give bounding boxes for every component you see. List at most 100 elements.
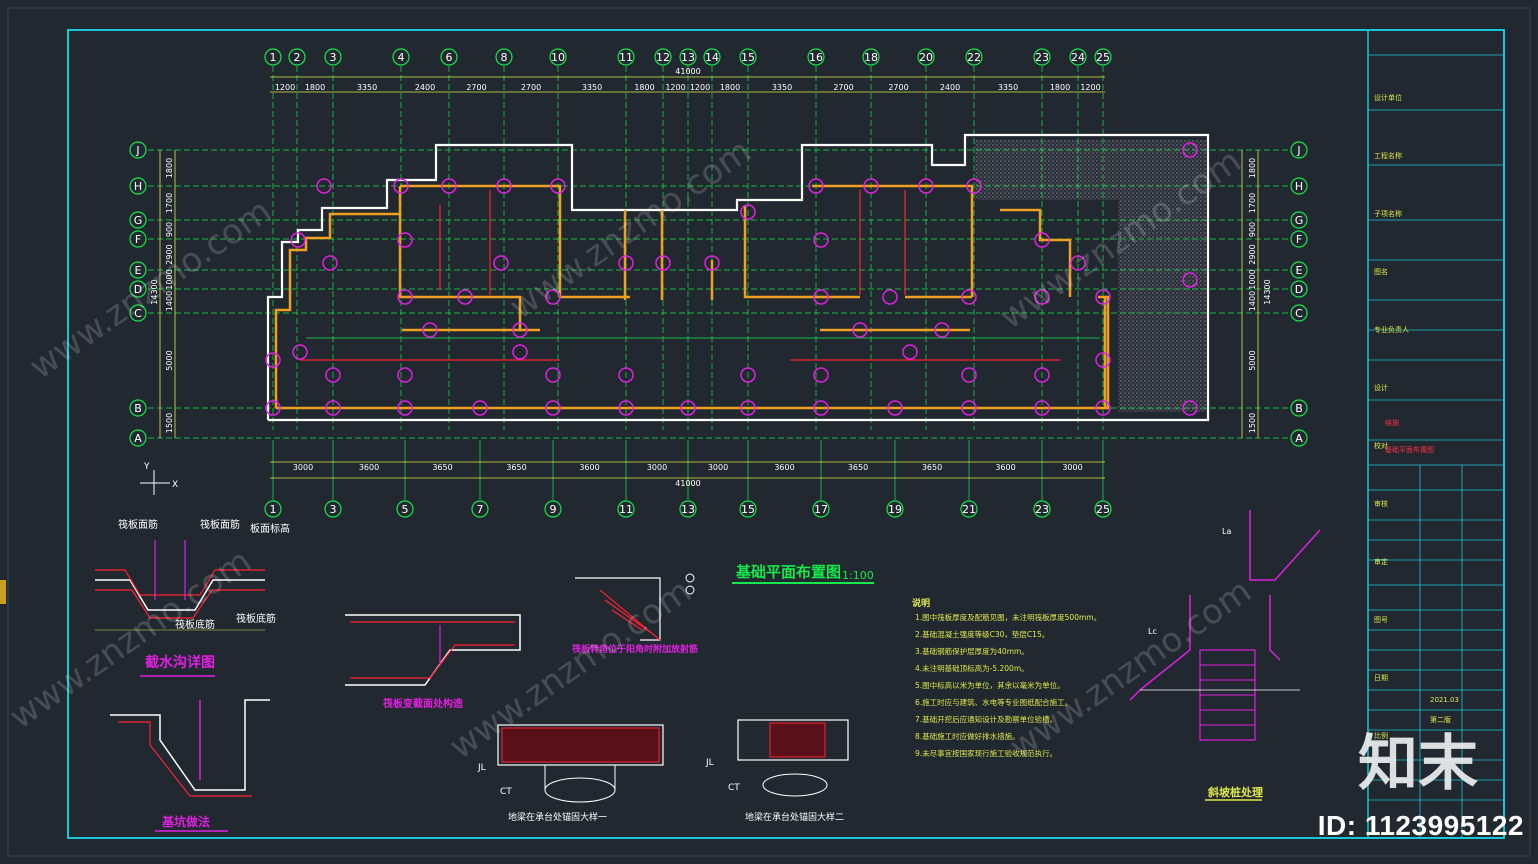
axis-label-side: A [134, 432, 142, 445]
pile-circle [1182, 400, 1198, 416]
title-block: 设计单位工程名称子项名称图名专业负责人设计校对审核审定图号日期比例基础平面布置图… [1368, 54, 1504, 838]
raft-corner-title: 筏板转角位于阳角时附加放射筋 [571, 643, 698, 655]
detail1-jl: JL [477, 763, 486, 773]
dim-top: 3350 [998, 83, 1018, 92]
axis-bubble-side [129, 211, 147, 229]
axis-label-bottom: 11 [619, 503, 633, 516]
pile-circle [655, 255, 671, 271]
outer-border [7, 7, 1531, 857]
rebar-callouts [300, 190, 1100, 361]
detail2-ct: CT [728, 783, 740, 793]
dim-side: 1400 [1248, 291, 1257, 311]
pile-circle [961, 367, 977, 383]
pile-circle [966, 178, 982, 194]
edge-marker [0, 580, 6, 604]
pile-circle [618, 367, 634, 383]
pile-circle [457, 289, 473, 305]
axis-label-top: 24 [1071, 51, 1085, 64]
pile-circle [808, 178, 824, 194]
axis-bubble-side [129, 304, 147, 322]
dim-top: 3350 [772, 83, 792, 92]
dim-side: 900 [1248, 222, 1257, 237]
title-block-label: 工程名称 [1374, 151, 1402, 160]
dim-top: 2700 [833, 83, 853, 92]
dim-bottom: 3000 [708, 463, 728, 472]
axis-bubble-top [549, 48, 567, 66]
pile-circle [740, 400, 756, 416]
pit-title: 基坑做法 [161, 814, 210, 829]
axis-bubble-side [1290, 261, 1308, 279]
axis-label-side: E [1296, 264, 1303, 277]
pile-circle [325, 400, 341, 416]
pile-circle [545, 400, 561, 416]
axis-bubble-top [679, 48, 697, 66]
pile-circle [493, 255, 509, 271]
axis-label-bottom: 3 [330, 503, 337, 516]
raft-corner-detail [575, 573, 695, 641]
pile-circle [813, 232, 829, 248]
title-block-label: 专业负责人 [1374, 325, 1409, 334]
pile-circle [1182, 272, 1198, 288]
raft-change-title: 筏板变截面处构造 [383, 697, 464, 710]
note-line: 9.未尽事宜按国家现行施工验收规范执行。 [915, 748, 1057, 758]
plan-scale: 1:100 [842, 569, 874, 582]
axis-bubble-side [1290, 177, 1308, 195]
axis-bubble-top [495, 48, 513, 66]
pile-circle [550, 178, 566, 194]
axis-label-top: 1 [270, 51, 277, 64]
title-block-drawing-name: 基础平面布置图 [1385, 445, 1434, 454]
catchwater-label-5: 筏板底筋 [236, 612, 276, 625]
axis-bubble-top [617, 48, 635, 66]
note-line: 3.基础钢筋保护层厚度为40mm。 [915, 646, 1029, 656]
dim-top: 1200 [690, 83, 710, 92]
raft-change-detail [345, 614, 521, 686]
detail1-title: 地梁在承台处锚固大样一 [508, 811, 607, 823]
dim-top: 2700 [521, 83, 541, 92]
detail2-jl: JL [705, 758, 714, 768]
axis-bubble-side [129, 261, 147, 279]
pile-markers [265, 142, 1198, 416]
axis-label-bottom: 17 [814, 503, 828, 516]
axis-label-bottom: 23 [1035, 503, 1049, 516]
dim-bottom: 3600 [995, 463, 1015, 472]
axis-label-side: H [134, 180, 142, 193]
pile-circle [1034, 400, 1050, 416]
pile-circle [496, 178, 512, 194]
dim-side: 5000 [1248, 350, 1257, 370]
pile-circle [918, 178, 934, 194]
pile-circle [512, 322, 528, 338]
axis-label-top: 4 [398, 51, 405, 64]
title-block-version: 第二版 [1430, 715, 1451, 724]
axis-bubble-bottom [471, 500, 489, 518]
pile-circle [292, 344, 308, 360]
hatched-ramp-area [1118, 140, 1206, 412]
catchwater-label-3: 板面标高 [250, 522, 290, 535]
axis-bubble-side [1290, 429, 1308, 447]
axis-bubble-top [703, 48, 721, 66]
slope-title: 斜坡桩处理 [1207, 785, 1263, 799]
pile-circle [545, 289, 561, 305]
axis-label-bottom: 5 [402, 503, 409, 516]
note-line: 1.图中筏板厚度及配筋见图，未注明筏板厚度500mm。 [915, 612, 1101, 622]
slope-lc: Lc [1148, 627, 1157, 636]
title-block-discipline: 结施 [1385, 418, 1399, 427]
dim-top: 1200 [665, 83, 685, 92]
pile-circle [887, 400, 903, 416]
dim-side-total: 14300 [1263, 279, 1272, 304]
detail1-ct: CT [500, 787, 512, 797]
axis-bubble-side [129, 429, 147, 447]
axis-bubble-top [807, 48, 825, 66]
title-block-label: 设计单位 [1374, 93, 1402, 102]
foundation-beams [274, 184, 1110, 410]
pile-circle [441, 178, 457, 194]
note-line: 4.未注明基础顶标高为-5.200m。 [915, 663, 1029, 673]
pile-circle [813, 289, 829, 305]
axis-label-side: C [134, 307, 142, 320]
pile-circle [934, 322, 950, 338]
axis-bubble-bottom [396, 500, 414, 518]
axis-bubble-top [862, 48, 880, 66]
axis-bubble-bottom [886, 500, 904, 518]
axis-label-top: 6 [446, 51, 453, 64]
catchwater-label-2: 筏板面筋 [200, 518, 240, 531]
